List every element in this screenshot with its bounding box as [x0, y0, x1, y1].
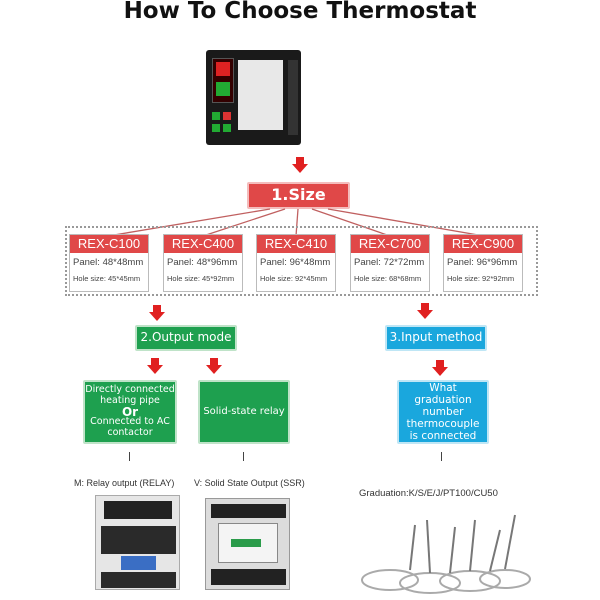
relay-line2: Connected to AC contactor [90, 416, 170, 439]
hole-size: Hole size: 92*92mm [447, 274, 515, 283]
graduation-label: Graduation:K/S/E/J/PT100/CU50 [359, 488, 498, 499]
hole-size: Hole size: 45*45mm [73, 274, 141, 283]
arrow-down-icon [417, 303, 433, 319]
panel-size: Panel: 72*72mm [354, 257, 425, 268]
arrow-down-icon [206, 358, 222, 374]
hole-size: Hole size: 45*92mm [167, 274, 235, 283]
connector-tick [243, 452, 244, 461]
panel-size: Panel: 96*48mm [260, 257, 331, 268]
input-method-box: What graduation number thermocouple is c… [397, 380, 489, 444]
panel-size: Panel: 48*48mm [73, 257, 144, 268]
thermocouple-probes-image [361, 514, 531, 594]
arrow-down-icon [292, 157, 308, 173]
model-name: REX-C700 [351, 235, 429, 253]
connector-tick [129, 452, 130, 461]
model-name: REX-C900 [444, 235, 522, 253]
model-name: REX-C100 [70, 235, 148, 253]
ac-contactor-image [95, 495, 180, 590]
models-group [65, 226, 538, 296]
solid-state-relay-image [205, 498, 290, 590]
arrow-down-icon [432, 360, 448, 376]
page-title: How To Choose Thermostat [123, 0, 477, 24]
ssr-output-box: Solid-state relay [198, 380, 290, 444]
connector-tick [441, 452, 442, 461]
input-method-step-box: 3.Input method [385, 325, 487, 351]
output-mode-step-box: 2.Output mode [135, 325, 237, 351]
relay-or: Or [121, 404, 139, 419]
relay-output-label: M: Relay output (RELAY) [74, 478, 175, 488]
relay-output-box: Directly connected heating pipe Or Conne… [83, 380, 177, 444]
relay-line1: Directly connected heating pipe [85, 383, 175, 406]
size-step-box: 1.Size [247, 182, 350, 209]
arrow-down-icon [149, 305, 165, 321]
model-name: REX-C410 [257, 235, 335, 253]
hole-size: Hole size: 68*68mm [354, 274, 422, 283]
ssr-output-label: V: Solid State Output (SSR) [194, 478, 305, 488]
model-name: REX-C400 [164, 235, 242, 253]
arrow-down-icon [147, 358, 163, 374]
hole-size: Hole size: 92*45mm [260, 274, 328, 283]
panel-size: Panel: 48*96mm [167, 257, 238, 268]
thermostat-device-image [206, 50, 301, 145]
panel-size: Panel: 96*96mm [447, 257, 518, 268]
